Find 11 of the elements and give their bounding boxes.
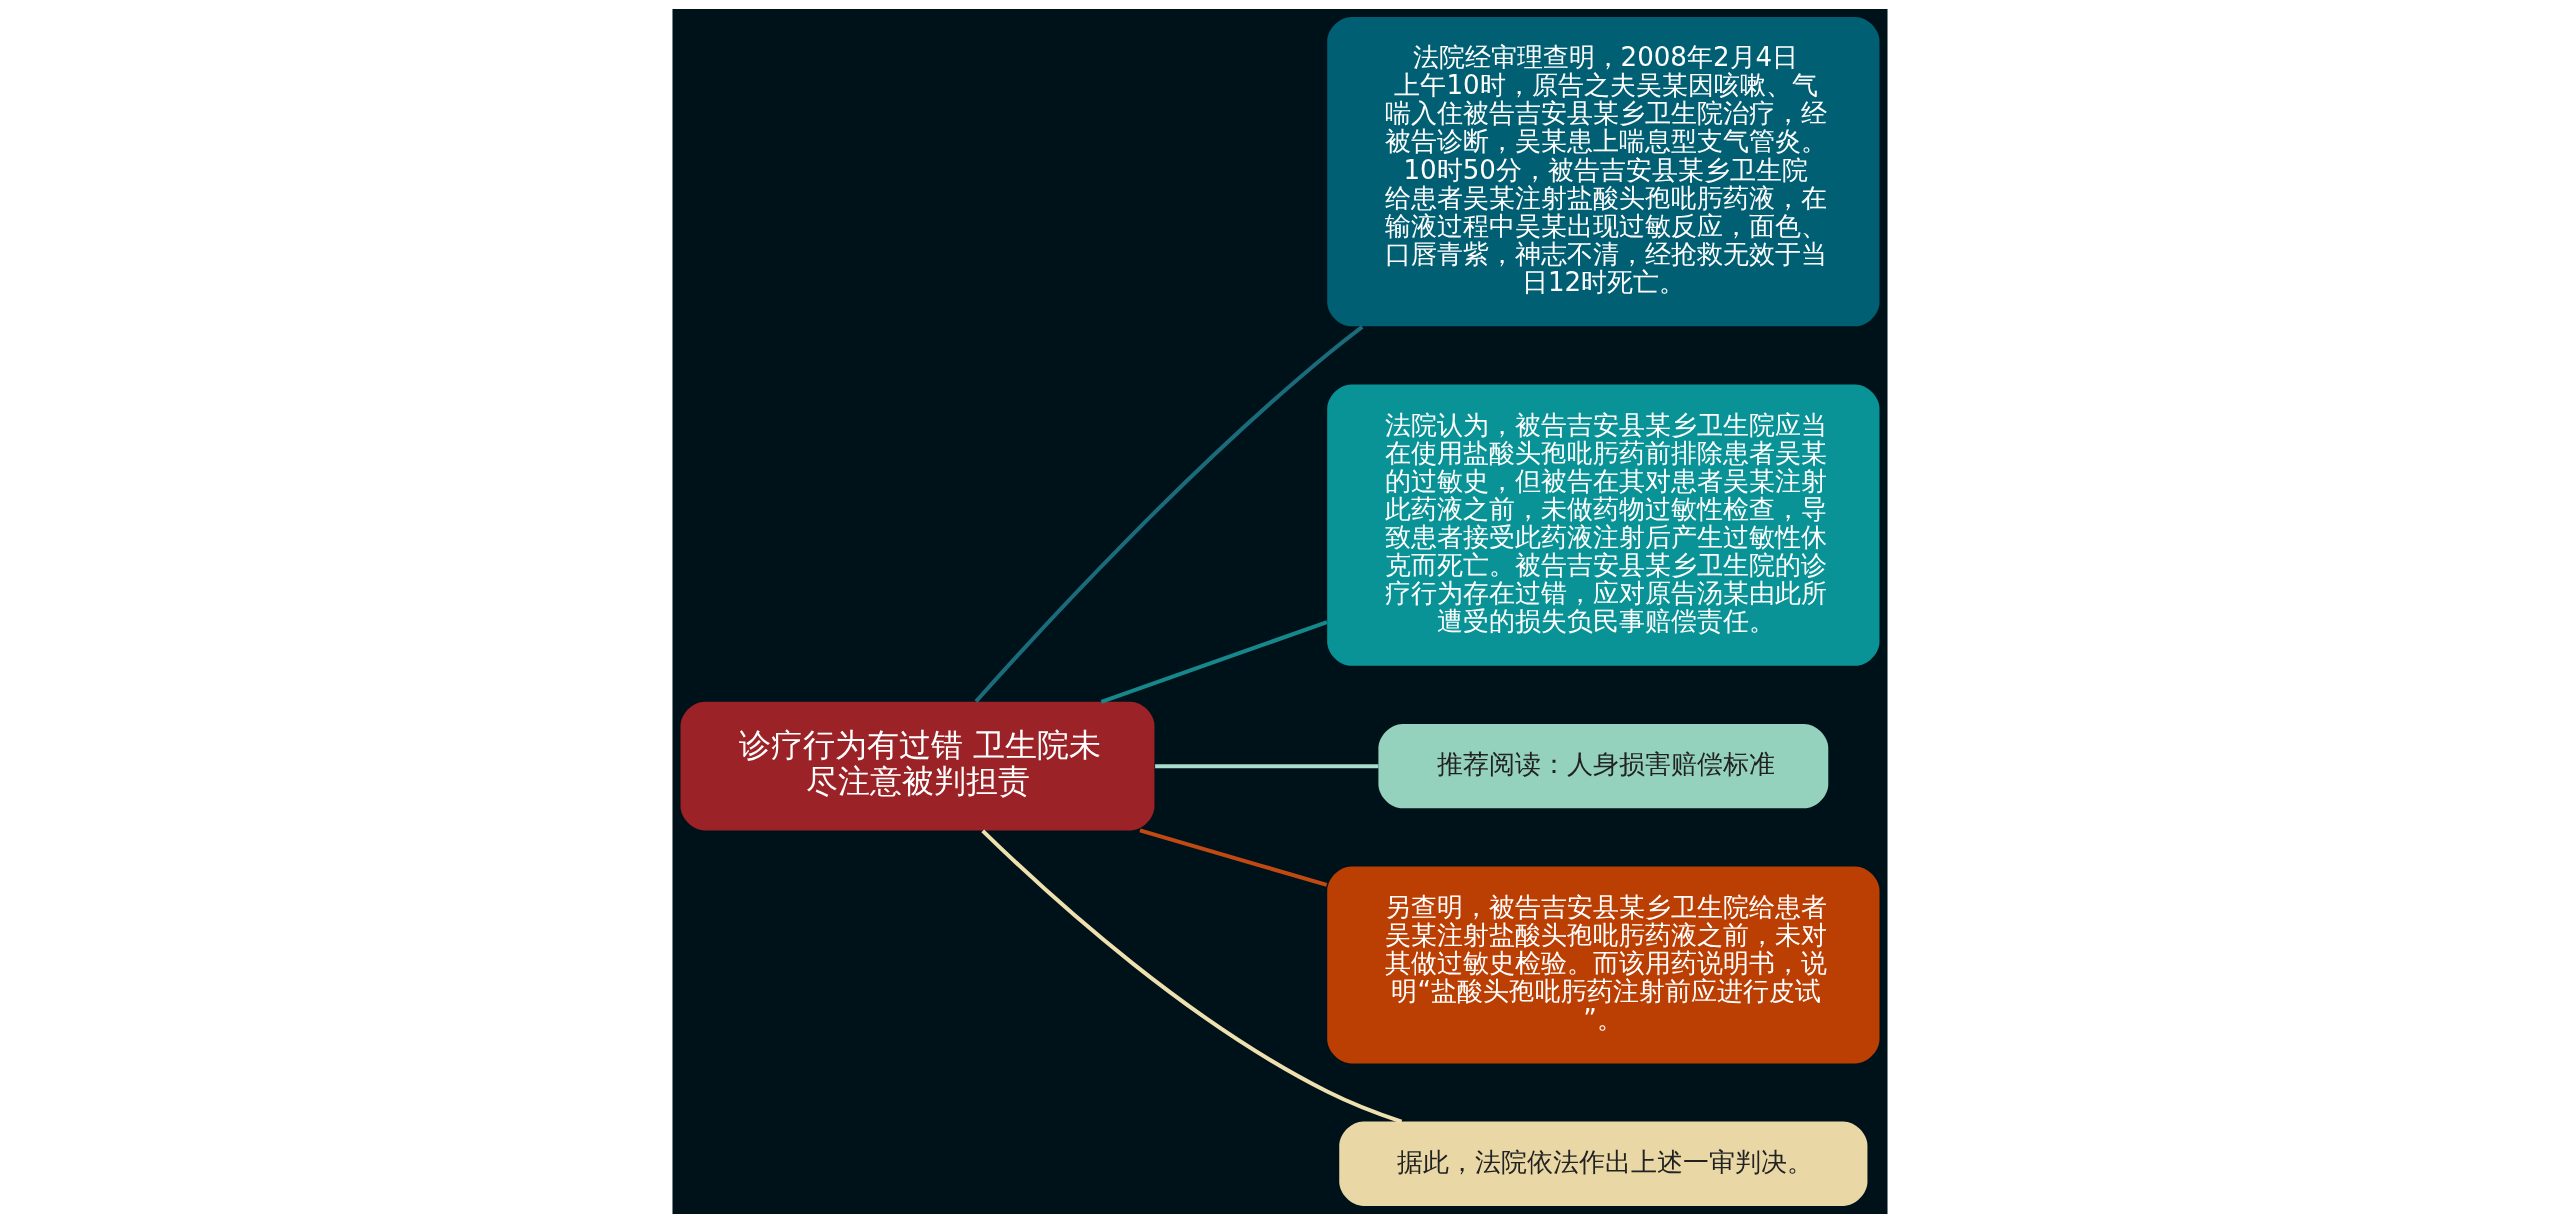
node-box: 推荐阅读：人身损害赔偿标准: [1378, 723, 1829, 808]
connector: [1139, 828, 1328, 887]
connector: [981, 828, 1403, 1123]
node-box: 诊疗行为有过错 卫生院未尽注意被判担责: [680, 701, 1155, 830]
connector: [1155, 763, 1379, 768]
connector: [974, 324, 1364, 703]
node-box: 法院经审理查明，2008年2月4日上午10时，原告之夫吴某因咳嗽、气喘入住被告吉安县某乡卫生院治疗，经被告诊断，吴某患上喘息型支气管炎。10时50分，被告吉安县某乡卫生院给患者吴某注射盐酸头孢吡肟药液，在输液过程中吴某出现过敏反应，面色、口唇青紫，神志不清，经抢救无效于当日12时死亡。: [1327, 16, 1880, 326]
node-box: 法院认为，被告吉安县某乡卫生院应当在使用盐酸头孢吡肟药前排除患者吴某的过敏史，但被告在其对患者吴某注射此药液之前，未做药物过敏性检查，导致患者接受此药液注射后产生过敏性休克而死亡。被告吉安县某乡卫生院的诊疗行为存在过错，应对原告汤某由此所遭受的损失负民事赔偿责任。: [1327, 384, 1880, 666]
connector: [1100, 619, 1328, 704]
node-box: 另查明，被告吉安县某乡卫生院给患者吴某注射盐酸头孢吡肟药液之前，未对其做过敏史检验。而该用药说明书，说明“盐酸头孢吡肟药注射前应进行皮试”。: [1327, 866, 1880, 1063]
node-box: 据此，法院依法作出上述一审判决。: [1339, 1121, 1868, 1206]
